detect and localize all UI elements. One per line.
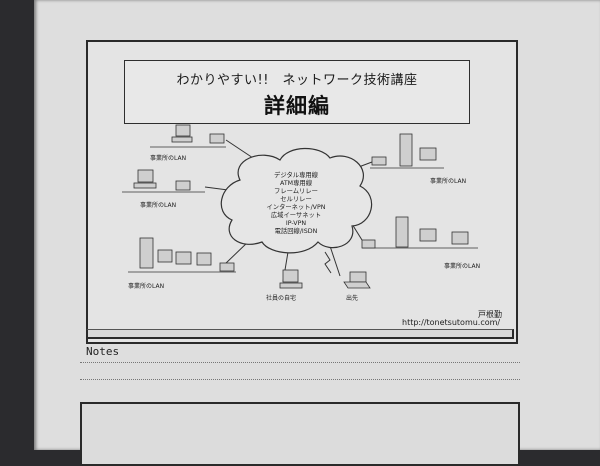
cloud-line-1: デジタル専用線 (274, 170, 319, 179)
cloud-text: デジタル専用線 ATM専用線 フレームリレー セルリレー インターネット/VPN… (266, 170, 325, 235)
computer-icon (451, 231, 469, 245)
next-slide-frame (80, 402, 520, 466)
label-home: 社員の自宅 (266, 294, 296, 302)
author-url: http://tonetsutomu.com/ (402, 318, 501, 327)
wan-cloud (220, 147, 373, 254)
router-icon (371, 156, 387, 166)
router-icon (175, 180, 191, 191)
title-box: わかりやすい!! ネットワーク技術講座 詳細編 (124, 60, 470, 124)
computer-icon (419, 228, 437, 242)
cloud-line-8: 電話回線/ISDN (275, 226, 318, 235)
cloud-line-2: ATM専用線 (280, 178, 313, 187)
computer-icon (175, 251, 192, 265)
server-icon (399, 133, 413, 167)
mobile-laptop (343, 271, 371, 289)
label-mobile: 出先 (346, 294, 358, 302)
label-lan-bottom-left: 事業所のLAN (128, 282, 164, 290)
cloud-line-5: インターネット/VPN (266, 202, 325, 211)
label-lan-mid-left: 事業所のLAN (140, 201, 176, 209)
computer-icon (419, 147, 437, 161)
server-icon (139, 237, 154, 269)
lan-mid-left (122, 169, 205, 193)
slide-bottom-bar (86, 329, 514, 339)
computer-icon (282, 269, 299, 283)
cloud-line-7: IP-VPN (286, 220, 307, 227)
cloud-line-6: 広域イーサネット (271, 210, 321, 219)
notes-label: Notes (86, 345, 120, 358)
label-lan-top-left: 事業所のLAN (150, 154, 186, 162)
router-icon (219, 262, 235, 272)
label-lan-mid-right: 事業所のLAN (444, 262, 480, 270)
laptop-icon (349, 271, 367, 283)
notes-line-2 (80, 379, 520, 380)
router-icon (209, 133, 225, 144)
router-icon (361, 239, 376, 249)
cloud-line-3: フレームリレー (274, 187, 318, 195)
home-pc (279, 269, 303, 289)
lan-top-right (370, 133, 444, 169)
computer-icon (157, 249, 173, 263)
computer-icon (196, 252, 212, 266)
slide-title: 詳細編 (264, 94, 330, 118)
computer-icon (137, 169, 154, 183)
network-diagram: デジタル専用線 ATM専用線 フレームリレー セルリレー インターネット/VPN… (122, 124, 480, 302)
cloud-line-4: セルリレー (280, 195, 311, 203)
lan-bottom-left (128, 237, 236, 273)
slide-subtitle: わかりやすい!! ネットワーク技術講座 (176, 73, 418, 88)
notes-line-1 (80, 362, 520, 363)
author-name: 戸根勤 (478, 310, 502, 319)
computer-icon (175, 124, 191, 137)
server-icon (395, 216, 409, 248)
lan-mid-right (361, 216, 478, 249)
lan-top-left (150, 124, 226, 148)
label-lan-top-right: 事業所のLAN (430, 177, 466, 185)
